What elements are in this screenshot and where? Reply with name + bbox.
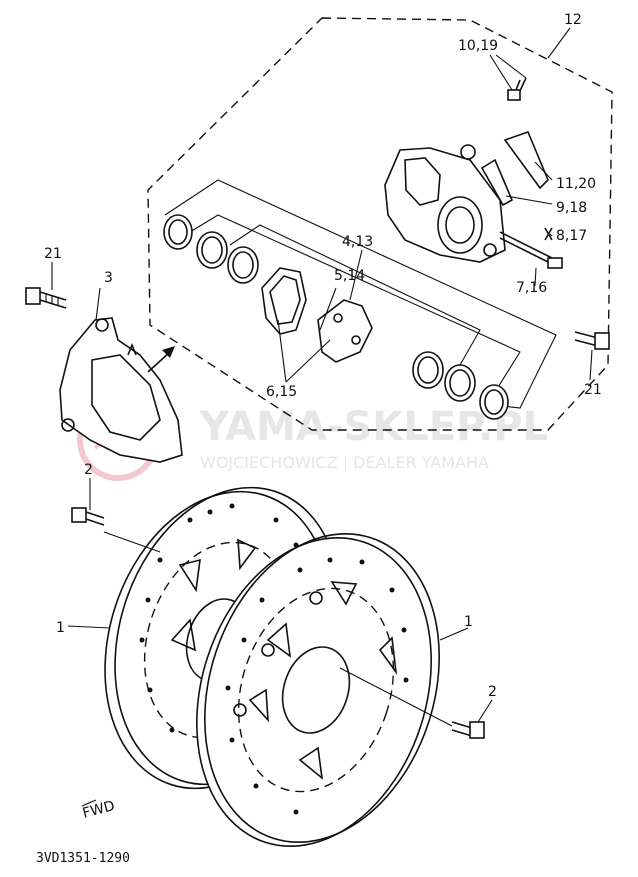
- callout-21-left: 21: [44, 246, 62, 262]
- caliper-body-upper: [384, 144, 506, 263]
- leader-lines: [51, 27, 593, 727]
- callout-12: 12: [564, 12, 582, 28]
- seal-reference-box-outer: [164, 179, 557, 409]
- bolt-21-right: [574, 331, 610, 350]
- bleed-screw: [507, 77, 527, 101]
- pad-shim: [503, 130, 549, 190]
- callout-1-left: 1: [56, 620, 65, 636]
- brake-pad-2: [317, 299, 373, 363]
- bolt-2-bottom: [451, 721, 485, 739]
- fwd-arrow: [81, 799, 97, 807]
- assembly-arrow: [147, 346, 175, 373]
- piston-right: [479, 384, 509, 420]
- callout-9-18: 9,18: [556, 200, 587, 216]
- callout-6-15: 6,15: [266, 384, 297, 400]
- seal-right-1: [412, 351, 444, 389]
- callout-1-right: 1: [464, 614, 473, 630]
- callout-8-17: 8,17: [556, 228, 587, 244]
- pad-pin: [499, 231, 563, 269]
- pin-plug: [544, 227, 553, 241]
- callout-10-19: 10,19: [458, 38, 498, 54]
- part-code: 3VD1351-1290: [36, 851, 130, 866]
- caliper-kit-outline: [147, 17, 613, 431]
- callout-2-bottom: 2: [488, 684, 497, 700]
- callout-2-top: 2: [84, 462, 93, 478]
- callout-11-20: 11,20: [556, 176, 596, 192]
- pad-reference-box: [229, 224, 481, 366]
- caliper-3: [59, 317, 183, 463]
- callout-3: 3: [104, 270, 113, 286]
- pad-spring: [480, 158, 514, 207]
- fwd-mark: FWD: [81, 798, 117, 822]
- seal-right-2: [444, 364, 476, 402]
- seal-left-2: [227, 246, 259, 284]
- callout-5-14: 5,14: [334, 268, 365, 284]
- brake-pad-1: [261, 267, 307, 335]
- watermark-subtitle: WOJCIECHOWICZ | DEALER YAMAHA: [200, 453, 489, 472]
- callout-21-right: 21: [584, 382, 602, 398]
- bolt-2-top: [71, 507, 105, 526]
- brake-disc-right: [196, 532, 440, 848]
- callout-4-13: 4,13: [342, 234, 373, 250]
- piston-left: [163, 214, 193, 250]
- seal-left-1: [196, 231, 228, 269]
- callout-7-16: 7,16: [516, 280, 547, 296]
- seal-reference-box-inner: [189, 214, 521, 393]
- bolt-21-left: [25, 287, 67, 309]
